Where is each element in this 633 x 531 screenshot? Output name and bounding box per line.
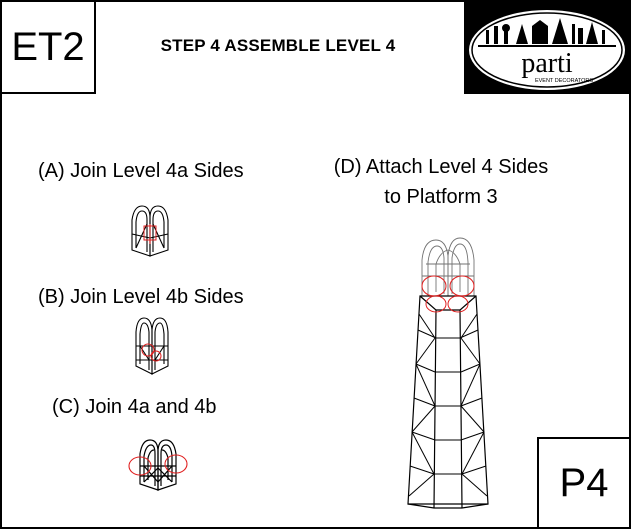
company-logo: parti EVENT DECORATORS <box>464 2 630 94</box>
step-d-illustration <box>407 237 489 509</box>
document-code-box: ET2 <box>0 0 96 94</box>
step-b-illustration <box>135 317 169 375</box>
logo-tagline: EVENT DECORATORS <box>535 78 593 84</box>
step-d-label-line2: to Platform 3 <box>384 186 498 208</box>
step-b-label: (B) Join Level 4b Sides <box>38 286 244 308</box>
step-c-label: (C) Join 4a and 4b <box>52 396 217 418</box>
step-a-illustration <box>131 205 169 257</box>
step-d-label-line1: (D) Attach Level 4 Sides <box>333 156 549 178</box>
document-code: ET2 <box>11 24 85 69</box>
logo-brand: parti <box>521 48 573 79</box>
page-number-box: P4 <box>537 437 631 529</box>
logo-graphic: parti EVENT DECORATORS <box>464 2 630 94</box>
step-c-illustration <box>128 439 188 491</box>
page-number: P4 <box>559 460 609 505</box>
step-a-label: (A) Join Level 4a Sides <box>38 160 244 182</box>
page-title: STEP 4 ASSEMBLE LEVEL 4 <box>160 36 396 55</box>
